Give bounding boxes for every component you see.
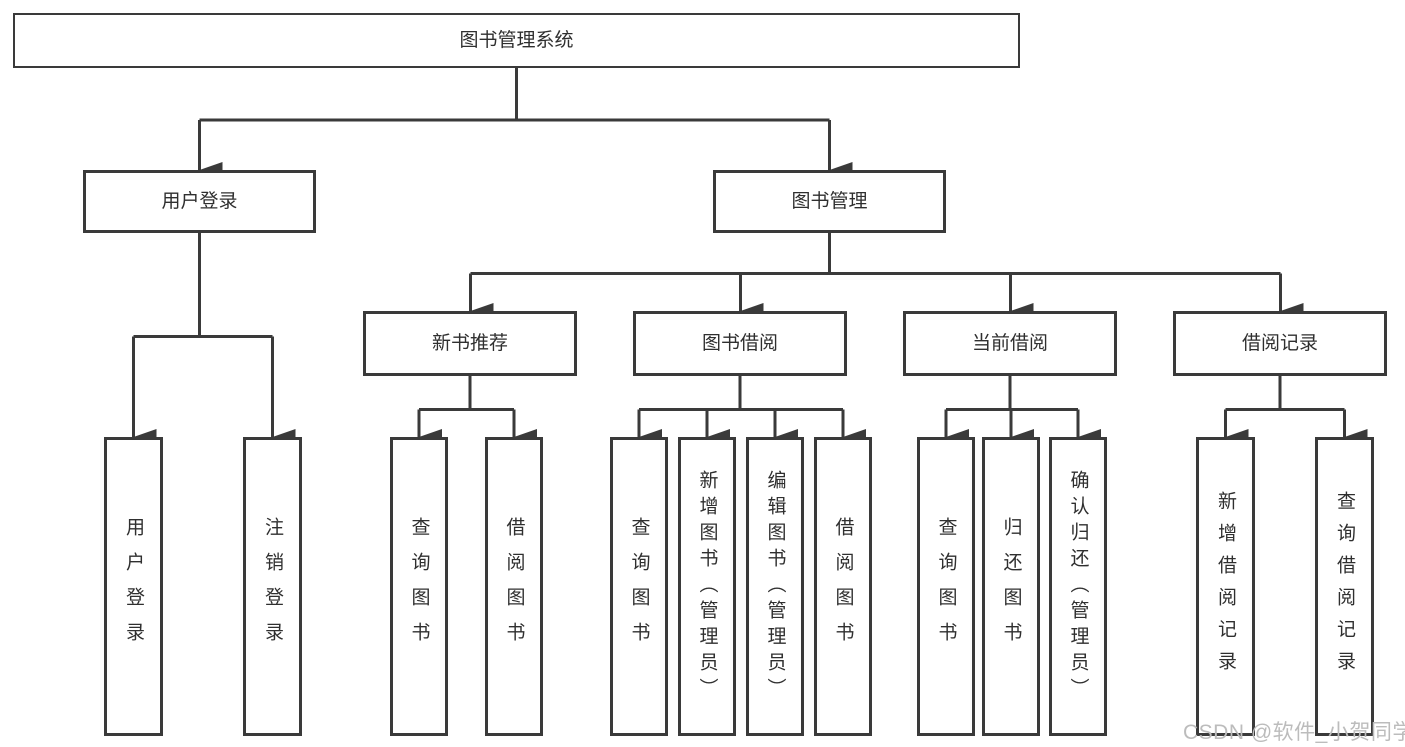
leaf-label: 注销登录 xyxy=(262,516,283,657)
leaf-label: 查询图书 xyxy=(935,516,957,657)
node-label: 借阅记录 xyxy=(1241,333,1318,354)
node-new-book-recommend: 新书推荐 xyxy=(363,311,577,376)
leaf-add-borrow-record: 新增借阅记录 xyxy=(1196,437,1255,736)
leaf-edit-books-admin: 编辑图书（管理员） xyxy=(746,437,804,736)
node-borrow-records: 借阅记录 xyxy=(1173,311,1387,376)
node-user-login-label: 用户登录 xyxy=(161,191,238,212)
node-root: 图书管理系统 xyxy=(13,13,1020,68)
leaf-label: 查询图书 xyxy=(628,516,650,657)
leaf-query-books-current: 查询图书 xyxy=(917,437,975,736)
leaf-label: 查询图书 xyxy=(408,516,430,657)
node-book-management: 图书管理 xyxy=(713,170,946,233)
leaf-logout: 注销登录 xyxy=(243,437,302,736)
node-label: 当前借阅 xyxy=(971,333,1048,354)
node-user-login: 用户登录 xyxy=(83,170,316,233)
node-label: 新书推荐 xyxy=(431,333,508,354)
node-root-label: 图书管理系统 xyxy=(459,30,574,51)
leaf-label: 借阅图书 xyxy=(832,516,854,657)
leaf-user-login: 用户登录 xyxy=(104,437,163,736)
csdn-watermark: CSDN @软件_小贺同学 xyxy=(1183,721,1405,744)
leaf-label: 查询借阅记录 xyxy=(1334,490,1355,683)
leaf-label: 用户登录 xyxy=(123,516,144,657)
leaf-add-books-admin: 新增图书（管理员） xyxy=(678,437,736,736)
leaf-borrow-books: 借阅图书 xyxy=(814,437,872,736)
leaf-query-books: 查询图书 xyxy=(610,437,668,736)
node-label: 图书借阅 xyxy=(701,333,778,354)
node-book-borrowing: 图书借阅 xyxy=(633,311,847,376)
node-current-borrowing: 当前借阅 xyxy=(903,311,1117,376)
connector-trunks xyxy=(133,68,1345,411)
leaf-label: 编辑图书（管理员） xyxy=(764,469,786,704)
leaf-return-books: 归还图书 xyxy=(982,437,1040,736)
node-book-management-label: 图书管理 xyxy=(791,191,868,212)
leaf-confirm-return-admin: 确认归还（管理员） xyxy=(1049,437,1107,736)
leaf-label: 确认归还（管理员） xyxy=(1067,469,1089,704)
leaf-label: 借阅图书 xyxy=(503,516,525,657)
leaf-borrow-books-recommend: 借阅图书 xyxy=(485,437,543,736)
leaf-label: 新增图书（管理员） xyxy=(696,469,718,704)
leaf-label: 新增借阅记录 xyxy=(1215,490,1236,683)
leaf-label: 归还图书 xyxy=(1000,516,1022,657)
leaf-query-borrow-record: 查询借阅记录 xyxy=(1315,437,1374,736)
leaf-query-books-recommend: 查询图书 xyxy=(390,437,448,736)
